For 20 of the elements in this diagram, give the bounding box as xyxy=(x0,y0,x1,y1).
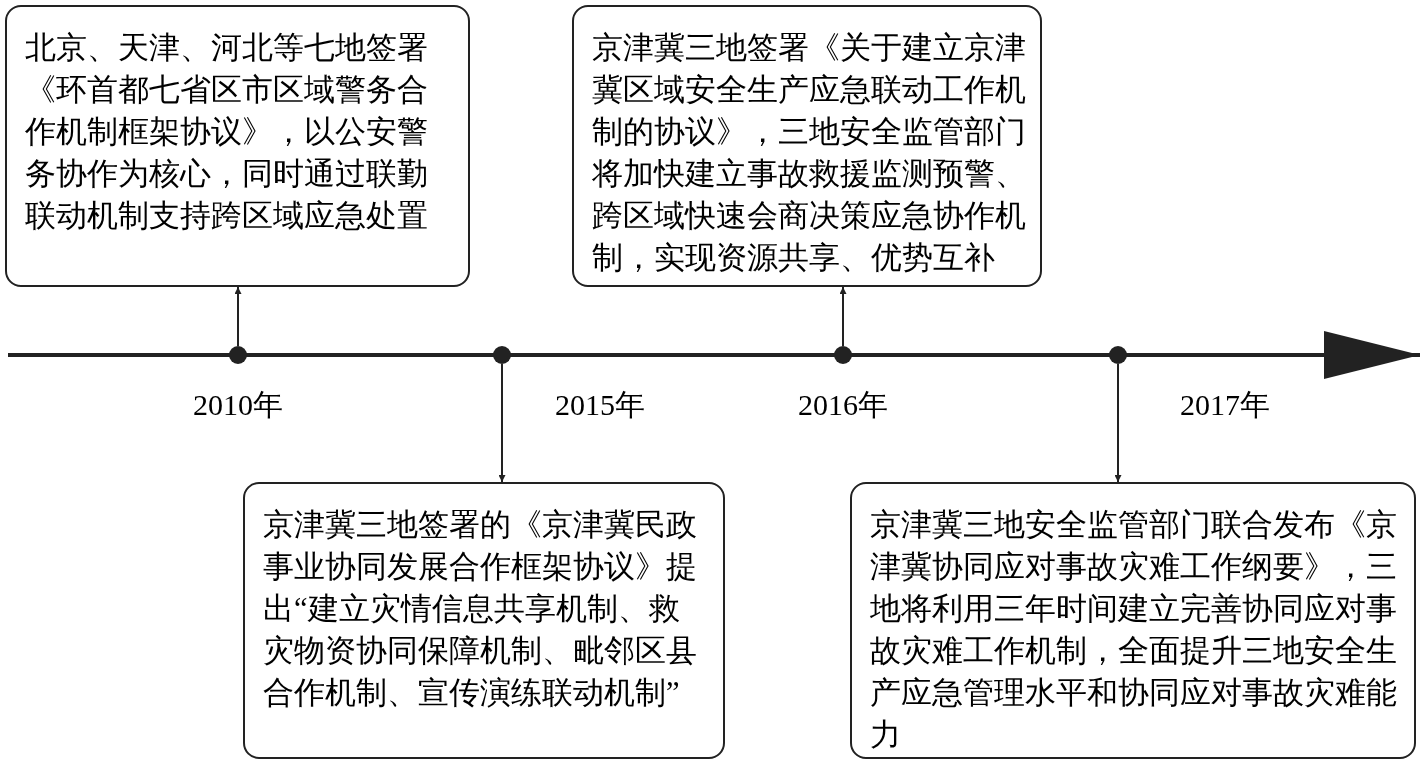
timeline-dot xyxy=(493,346,511,364)
event-box xyxy=(5,5,470,287)
arrow xyxy=(839,286,847,347)
year-label: 2016年 xyxy=(798,387,888,423)
event-box xyxy=(572,5,1042,287)
year-label: 2017年 xyxy=(1180,387,1270,423)
timeline-dot xyxy=(1109,346,1127,364)
timeline-dot xyxy=(834,346,852,364)
arrow xyxy=(1114,363,1122,483)
event-text: 京津冀三地签署《关于建立京津冀区域安全生产应急联动工作机制的协议》，三地安全监管部门将加快建立事故救援监测预警、跨区域快速会商决策应急协作机制，实现资源共享、优势互补 xyxy=(592,30,1026,277)
event-box xyxy=(243,482,725,759)
arrow xyxy=(498,363,506,483)
year-label: 2015年 xyxy=(555,387,645,423)
event-text: 京津冀三地安全监管部门联合发布《京津冀协同应对事故灾难工作纲要》，三地将利用三年时间建立完善协同应对事故灾难工作机制，全面提升三地安全生产应急管理水平和协同应对事故灾难能力 xyxy=(870,507,1398,754)
arrow xyxy=(234,286,242,347)
year-label: 2010年 xyxy=(193,387,283,423)
event-text: 京津冀三地签署的《京津冀民政事业协同发展合作框架协议》提出“建立灾情信息共享机制、救灾物资协同保障机制、毗邻区县合作机制、宣传演练联动机制” xyxy=(263,507,698,712)
event-box xyxy=(850,482,1416,759)
timeline-dot xyxy=(229,346,247,364)
event-text: 北京、天津、河北等七地签署《环首都七省区市区域警务合作机制框架协议》，以公安警务协作为核心，同时通过联勤联动机制支持跨区域应急处置 xyxy=(25,30,429,235)
